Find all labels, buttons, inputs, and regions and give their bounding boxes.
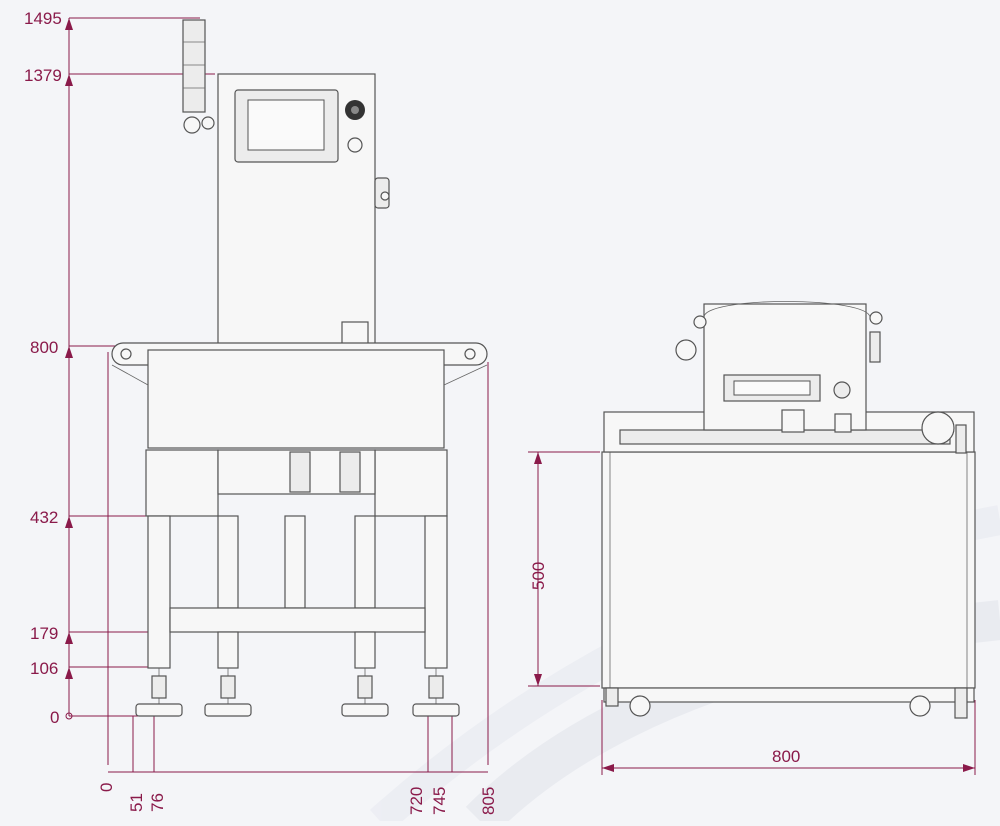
height-label-1379: 1379 bbox=[24, 66, 62, 85]
side-width-label-800: 800 bbox=[772, 747, 800, 766]
conveyor-frame bbox=[147, 349, 445, 449]
side-body bbox=[601, 451, 976, 689]
height-label-0: 0 bbox=[50, 708, 59, 727]
height-label-179: 179 bbox=[30, 624, 58, 643]
front-height-dimensions bbox=[65, 17, 215, 720]
front-view-machine bbox=[111, 19, 488, 717]
width-label-720: 720 bbox=[407, 787, 426, 815]
side-cabinet bbox=[703, 303, 867, 431]
side-view-machine bbox=[601, 301, 976, 719]
signal-tower bbox=[182, 19, 206, 113]
side-height-label-500: 500 bbox=[529, 562, 548, 590]
height-label-800: 800 bbox=[30, 338, 58, 357]
height-label-432: 432 bbox=[30, 508, 58, 527]
width-label-805: 805 bbox=[479, 787, 498, 815]
width-label-0: 0 bbox=[97, 783, 116, 792]
width-label-745: 745 bbox=[430, 787, 449, 815]
height-label-1495: 1495 bbox=[24, 9, 62, 28]
leveling-feet bbox=[135, 668, 460, 717]
width-label-76: 76 bbox=[148, 793, 167, 812]
width-label-51: 51 bbox=[127, 793, 146, 812]
height-label-106: 106 bbox=[30, 659, 58, 678]
side-view-dimensions bbox=[528, 451, 976, 775]
front-width-dimensions bbox=[107, 352, 489, 773]
